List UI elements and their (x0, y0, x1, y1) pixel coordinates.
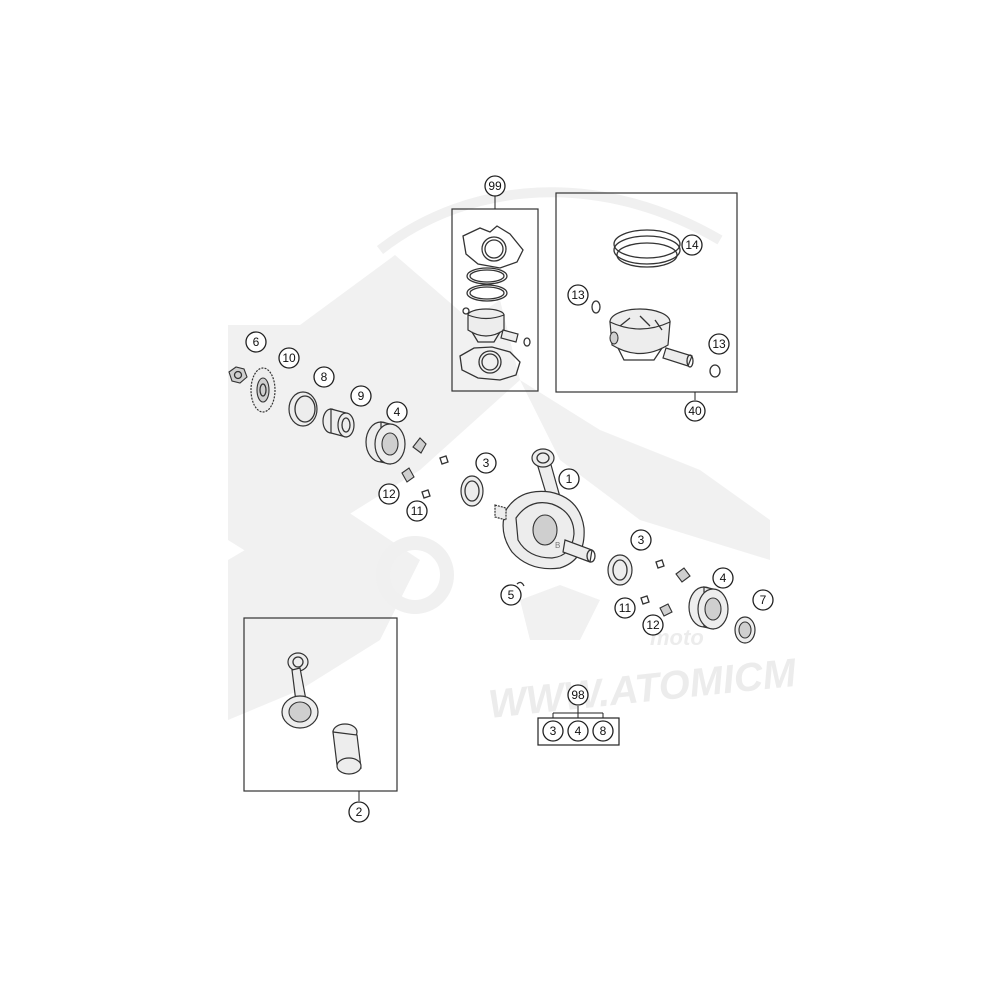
leader-lines (358, 196, 696, 801)
svg-text:6: 6 (253, 335, 260, 349)
balance-weight-right-lower (659, 603, 673, 617)
callout-13-right[interactable]: 13 (708, 333, 730, 355)
svg-text:3: 3 (550, 724, 557, 738)
callout-9[interactable]: 9 (350, 385, 372, 407)
svg-text:4: 4 (394, 405, 401, 419)
svg-text:9: 9 (358, 389, 365, 403)
piston-ring-lower (466, 284, 508, 302)
callout-99[interactable]: 99 (484, 175, 506, 197)
crankshaft: B (494, 448, 596, 570)
crank-pin (332, 723, 362, 775)
connecting-rod (281, 652, 319, 729)
balance-weight-left-lower (401, 467, 415, 483)
svg-text:14: 14 (685, 238, 699, 252)
svg-text:8: 8 (600, 724, 607, 738)
svg-text:2: 2 (356, 805, 363, 819)
woodruff-key (516, 581, 525, 587)
piston-pin (662, 347, 694, 368)
callout-40[interactable]: 40 (684, 400, 706, 422)
callout-4-left[interactable]: 4 (386, 401, 408, 423)
piston (609, 308, 671, 361)
callout-11-left[interactable]: 11 (406, 500, 428, 522)
callout-3-right[interactable]: 3 (630, 529, 652, 551)
watermark-logo: WWW.ATOMICM moto (228, 187, 800, 727)
main-bearing-left (365, 421, 406, 465)
watermark-url: WWW.ATOMICM (486, 651, 799, 727)
conrod-kit-frame (243, 617, 398, 792)
crankshaft-nut (228, 366, 248, 384)
spacer-washer (288, 391, 318, 427)
callout-14[interactable]: 14 (681, 234, 703, 256)
svg-text:12: 12 (646, 618, 660, 632)
small-piston-pin (500, 329, 531, 347)
piston-pin-circlip-right (709, 364, 721, 378)
svg-text:40: 40 (688, 404, 702, 418)
piston-kit-frame (555, 192, 738, 393)
svg-text:12: 12 (382, 487, 396, 501)
svg-text:4: 4 (575, 724, 582, 738)
svg-text:11: 11 (619, 601, 632, 615)
callout-8[interactable]: 8 (313, 366, 335, 388)
cylinder-head-gasket (459, 346, 521, 381)
svg-text:4: 4 (720, 571, 727, 585)
callout-12-left[interactable]: 12 (378, 483, 400, 505)
svg-text:8: 8 (321, 370, 328, 384)
screw-left-lower (421, 489, 431, 499)
callout-4-right[interactable]: 4 (712, 567, 734, 589)
svg-text:99: 99 (488, 179, 502, 193)
callout-5[interactable]: 5 (500, 584, 522, 606)
main-bearing-right (688, 586, 729, 630)
svg-text:7: 7 (760, 593, 767, 607)
svg-text:98: 98 (571, 688, 585, 702)
svg-text:11: 11 (411, 504, 424, 518)
svg-text:3: 3 (483, 456, 490, 470)
callout-2[interactable]: 2 (348, 801, 370, 823)
screw-right-upper (655, 559, 665, 569)
callout-7[interactable]: 7 (752, 589, 774, 611)
screw-right-lower (640, 595, 650, 605)
distance-sleeve (322, 408, 355, 438)
shim-left (460, 475, 484, 507)
balance-weight-left-upper (412, 437, 427, 454)
svg-text:5: 5 (508, 588, 515, 602)
piston-pin-circlip-left (591, 300, 601, 314)
svg-text:10: 10 (282, 351, 296, 365)
piston-ring-set (613, 229, 681, 268)
callout-1[interactable]: 1 (558, 468, 580, 490)
cylinder-base-gasket (462, 225, 524, 269)
svg-text:B: B (555, 541, 560, 550)
callout-11-right[interactable]: 11 (614, 597, 636, 619)
screw-left-upper (439, 455, 449, 465)
kit-98-item-3[interactable]: 3 (542, 720, 564, 742)
callout-13-left[interactable]: 13 (567, 284, 589, 306)
callout-12-right[interactable]: 12 (642, 614, 664, 636)
svg-text:13: 13 (712, 337, 726, 351)
shaft-seal-ring (734, 616, 756, 644)
primary-gear (250, 367, 276, 413)
callout-98[interactable]: 98 (567, 684, 589, 706)
kit-98-item-8[interactable]: 8 (592, 720, 614, 742)
callout-3-left[interactable]: 3 (475, 452, 497, 474)
shim-right (607, 554, 633, 586)
callout-6[interactable]: 6 (245, 331, 267, 353)
balance-weight-right-upper (675, 567, 691, 583)
svg-text:3: 3 (638, 533, 645, 547)
callout-10[interactable]: 10 (278, 347, 300, 369)
piston-ring-upper (466, 267, 508, 285)
svg-text:1: 1 (566, 472, 573, 486)
kit-98-item-4[interactable]: 4 (567, 720, 589, 742)
svg-text:13: 13 (571, 288, 585, 302)
